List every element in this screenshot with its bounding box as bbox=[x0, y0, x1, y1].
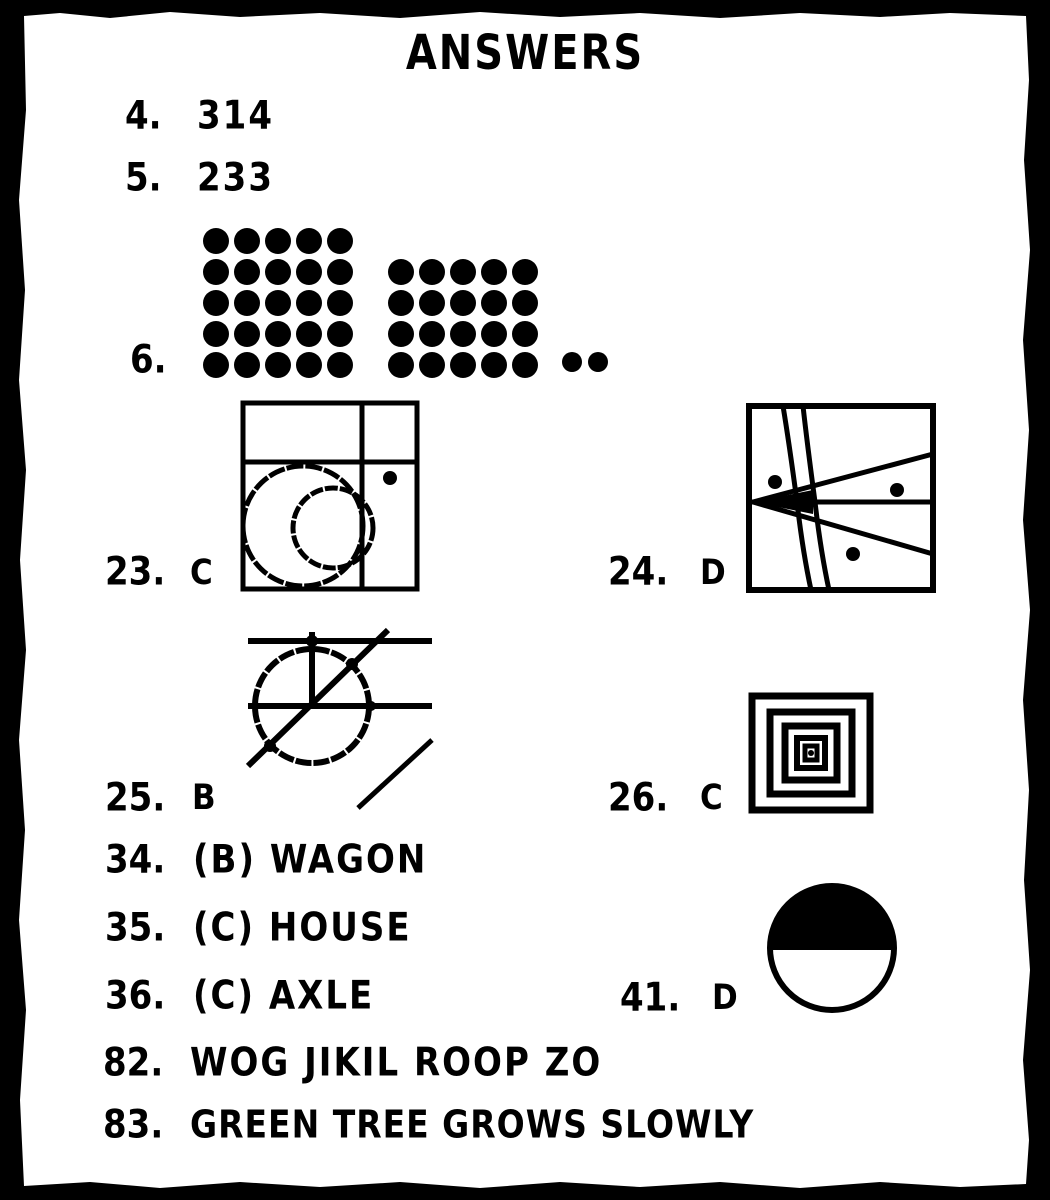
answer-value-35: (C) HOUSE bbox=[193, 905, 412, 951]
answer-value-34: (B) WAGON bbox=[193, 837, 428, 883]
tally-dot bbox=[234, 290, 260, 316]
answer-value-83: GREEN TREE GROWS SLOWLY bbox=[190, 1102, 755, 1147]
tally-dot bbox=[481, 352, 507, 378]
answer-number-36: 36. bbox=[105, 973, 166, 1019]
tally-dot bbox=[419, 352, 445, 378]
answer-value-36: (C) AXLE bbox=[193, 973, 375, 1019]
figure-24 bbox=[745, 402, 937, 594]
figure-23 bbox=[240, 400, 420, 592]
tally-dot bbox=[234, 352, 260, 378]
tally-dot bbox=[450, 259, 476, 285]
answer-value-23: C bbox=[190, 552, 213, 594]
answer-number-83: 83. bbox=[103, 1102, 164, 1148]
tally-dot bbox=[203, 352, 229, 378]
tally-dot bbox=[327, 259, 353, 285]
tally-dot bbox=[265, 321, 291, 347]
dot-tally-group-1 bbox=[203, 228, 353, 378]
answer-number-35: 35. bbox=[105, 905, 166, 951]
tally-dot bbox=[265, 352, 291, 378]
dot-tally-extra bbox=[562, 352, 610, 372]
tally-dot bbox=[265, 290, 291, 316]
tally-dot bbox=[450, 352, 476, 378]
answer-value-26: C bbox=[700, 777, 723, 819]
tally-dot bbox=[388, 259, 414, 285]
tally-dot bbox=[419, 321, 445, 347]
tally-dot bbox=[419, 290, 445, 316]
tally-dot bbox=[203, 259, 229, 285]
answer-number-82: 82. bbox=[103, 1040, 164, 1086]
tally-dot bbox=[419, 259, 445, 285]
answer-value-41: D bbox=[712, 977, 738, 1019]
tally-dot bbox=[203, 321, 229, 347]
figure-41 bbox=[766, 878, 898, 1020]
tally-dot bbox=[481, 321, 507, 347]
tally-dot bbox=[588, 352, 608, 372]
tally-dot bbox=[234, 321, 260, 347]
tally-dot bbox=[265, 259, 291, 285]
answer-value-24: D bbox=[700, 552, 726, 594]
tally-dot bbox=[388, 321, 414, 347]
answer-value-25: B bbox=[192, 777, 216, 819]
tally-dot bbox=[481, 259, 507, 285]
tally-dot bbox=[296, 228, 322, 254]
answer-value-5: 233 bbox=[197, 155, 274, 201]
tally-dot bbox=[388, 290, 414, 316]
dot-tally-group-2 bbox=[388, 259, 538, 378]
tally-dot bbox=[234, 259, 260, 285]
tally-dot bbox=[450, 321, 476, 347]
tally-dot bbox=[203, 228, 229, 254]
answer-number-4: 4. bbox=[125, 93, 162, 139]
tally-dot bbox=[203, 290, 229, 316]
answer-number-5: 5. bbox=[125, 155, 162, 201]
tally-dot bbox=[296, 352, 322, 378]
tally-dot bbox=[327, 321, 353, 347]
answer-number-41: 41. bbox=[620, 975, 681, 1021]
answer-number-34: 34. bbox=[105, 837, 166, 883]
tally-dot bbox=[562, 352, 582, 372]
figure-25 bbox=[240, 618, 445, 818]
tally-dot bbox=[327, 290, 353, 316]
figure-26 bbox=[748, 692, 874, 814]
answer-number-26: 26. bbox=[608, 775, 669, 821]
tally-dot bbox=[450, 290, 476, 316]
tally-dot bbox=[512, 352, 538, 378]
tally-dot bbox=[265, 228, 291, 254]
tally-dot bbox=[234, 228, 260, 254]
answer-value-82: WOG JIKIL ROOP ZO bbox=[190, 1040, 603, 1086]
answer-number-6: 6. bbox=[130, 337, 167, 383]
tally-dot bbox=[327, 352, 353, 378]
tally-dot bbox=[481, 290, 507, 316]
tally-dot bbox=[388, 352, 414, 378]
tally-dot bbox=[512, 321, 538, 347]
answer-value-4: 314 bbox=[197, 93, 274, 139]
page-title: ANSWERS bbox=[405, 26, 645, 82]
tally-dot bbox=[296, 290, 322, 316]
tally-dot bbox=[327, 228, 353, 254]
answer-number-25: 25. bbox=[105, 775, 166, 821]
tally-dot bbox=[296, 321, 322, 347]
answer-number-23: 23. bbox=[105, 549, 166, 595]
tally-dot bbox=[296, 259, 322, 285]
tally-dot bbox=[512, 290, 538, 316]
answer-number-24: 24. bbox=[608, 549, 669, 595]
tally-dot bbox=[512, 259, 538, 285]
